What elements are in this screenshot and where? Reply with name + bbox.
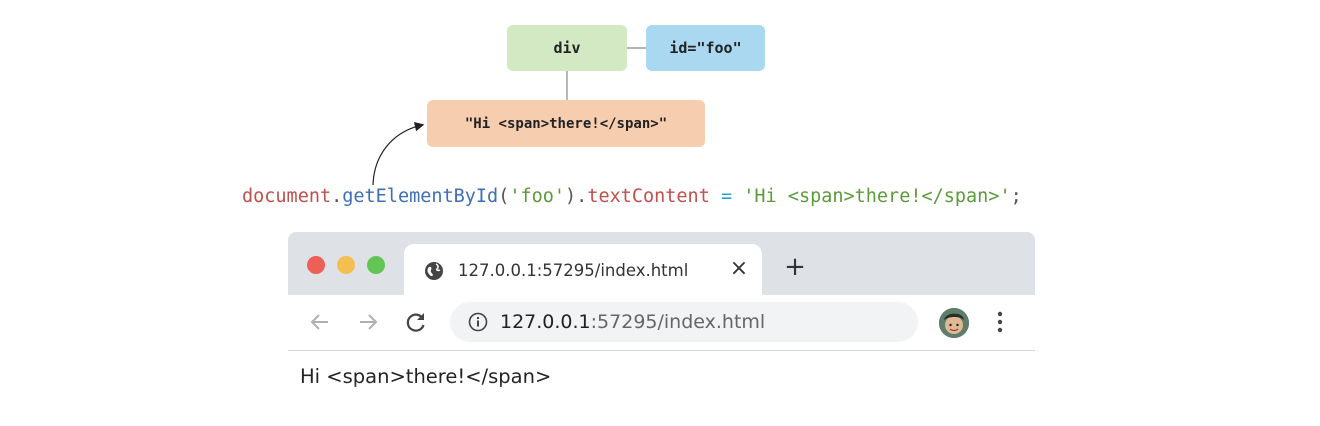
- tab-close-icon[interactable]: ×: [729, 256, 749, 281]
- browser-toolbar: 127.0.0.1:57295/index.html: [288, 295, 1035, 351]
- url-host: 127.0.0.1: [500, 311, 591, 333]
- zoom-window-button[interactable]: [367, 256, 385, 274]
- more-options-icon[interactable]: [994, 309, 1006, 335]
- code-operator: =: [709, 186, 744, 207]
- code-property: textContent: [587, 186, 710, 207]
- div-element-node: div: [507, 25, 627, 71]
- close-window-button[interactable]: [307, 256, 325, 274]
- code-value: 'Hi <span>there!</span>': [743, 186, 1011, 207]
- address-bar[interactable]: 127.0.0.1:57295/index.html: [450, 302, 918, 342]
- code-argument: 'foo': [509, 186, 566, 207]
- globe-icon: [425, 262, 443, 280]
- info-icon[interactable]: [468, 312, 488, 332]
- tab-title: 127.0.0.1:57295/index.html: [458, 261, 689, 280]
- tab-bar: 127.0.0.1:57295/index.html × +: [288, 232, 1035, 296]
- code-dot: .: [331, 186, 343, 207]
- profile-avatar[interactable]: [939, 308, 969, 338]
- browser-tab[interactable]: 127.0.0.1:57295/index.html ×: [404, 244, 762, 296]
- textcontent-arrow: [372, 121, 425, 186]
- page-content: Hi <span>there!</span>: [288, 351, 1035, 410]
- code-method: getElementById: [342, 186, 499, 207]
- page-text: Hi <span>there!</span>: [300, 365, 552, 388]
- code-dot: .: [576, 186, 588, 207]
- url-text: 127.0.0.1:57295/index.html: [500, 311, 765, 333]
- text-node: "Hi <span>there!</span>": [427, 100, 705, 147]
- new-tab-button[interactable]: +: [784, 252, 806, 282]
- avatar-image: [939, 308, 969, 338]
- back-arrow-icon[interactable]: [306, 308, 334, 336]
- id-attribute-node: id="foo": [646, 25, 765, 71]
- browser-window: 127.0.0.1:57295/index.html × + 127.0.0.1…: [288, 232, 1035, 410]
- code-close-paren: ): [565, 186, 577, 207]
- forward-arrow-icon[interactable]: [354, 308, 382, 336]
- reload-icon[interactable]: [402, 308, 430, 336]
- code-object: document: [242, 186, 332, 207]
- code-open-paren: (: [498, 186, 510, 207]
- code-statement: document.getElementById('foo').textConte…: [242, 186, 1022, 207]
- url-path: :57295/index.html: [590, 311, 766, 333]
- code-semicolon: ;: [1010, 186, 1022, 207]
- minimize-window-button[interactable]: [337, 256, 355, 274]
